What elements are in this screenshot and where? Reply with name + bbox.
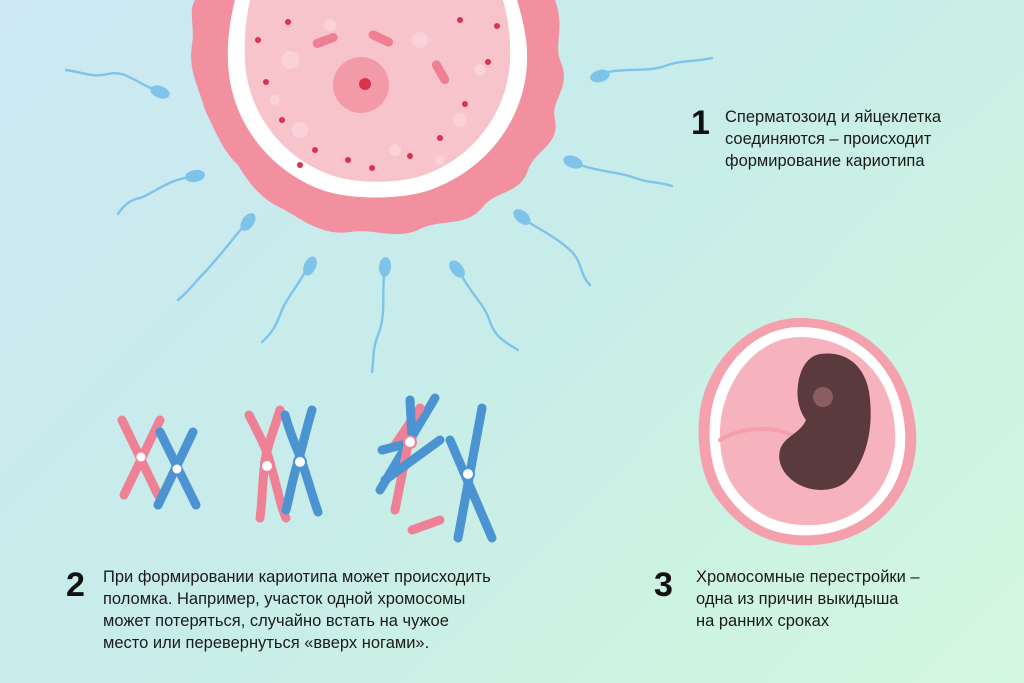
sperm [260,256,317,344]
sperm [449,260,520,352]
egg-texture [270,19,486,165]
egg-organelles [312,30,450,85]
sperm [176,213,256,302]
step-number-2: 2 [66,566,85,604]
sperm [563,155,674,188]
centromere [172,464,182,474]
centromere [403,435,417,449]
uterus [698,318,917,546]
step-number-3: 3 [654,566,673,604]
step-text-1: Сперматозоид и яйцеклетка соединяются – … [725,108,942,170]
sperm [370,257,392,374]
egg-nucleolus [359,78,371,90]
step-text-3: Хромосомные перестройки – одна из причин… [696,568,920,630]
step-text-2: При формировании кариотипа может происхо… [103,568,491,652]
centromere [136,452,146,462]
sperm [590,56,714,83]
chromosomes [117,393,497,543]
egg-cell [191,0,564,235]
sperm [64,68,170,99]
centromere [293,455,307,469]
centromere [461,467,475,481]
chromosome-mixed [375,393,445,515]
embryo [779,353,871,490]
chromosome-fragment [407,515,445,535]
sperm [513,209,592,287]
egg-dots [255,17,500,171]
centromere [260,459,274,473]
step-number-1: 1 [691,104,710,142]
sperm-cells [64,56,714,374]
sperm [116,169,205,216]
